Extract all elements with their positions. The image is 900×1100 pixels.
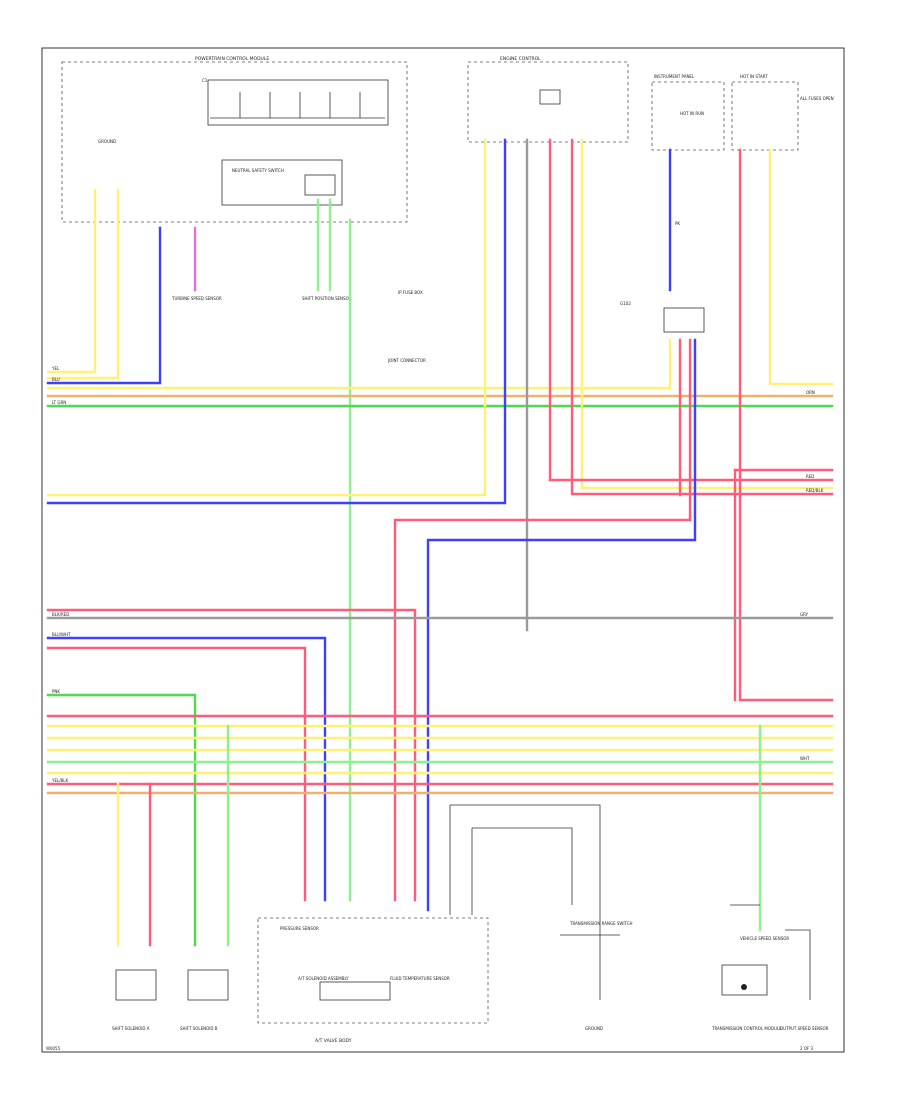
bottom-center-box [319,981,391,1001]
top-left-label: GROUND [98,139,116,144]
wire-red-center-2 [570,138,834,496]
wire-yellow-center [46,138,487,497]
module-boundary-top-center [467,61,629,143]
top-left-module-label: POWERTRAIN CONTROL MODULE [195,56,269,62]
page-number: 2 OF 3 [800,1046,814,1051]
control-unit-label: TRANSMISSION CONTROL MODULE [711,1026,782,1031]
wire-label-blk-red: BLK/RED [52,612,69,617]
pressure-sensor-label: PRESSURE SENSOR [280,926,319,931]
ip-fuse-label: IP FUSE BOX [398,290,423,295]
bottom-center-box-label: A/T SOLENOID ASSEMBLY [298,976,349,981]
bus-yellow-388 [46,338,672,390]
output-sensor-label: OUTPUT SPEED SENSOR [780,1026,829,1031]
wire-red-right [738,148,834,702]
control-unit-terminal-icon [741,984,747,990]
module-boundary-top-far-right [731,81,799,151]
bus-red-610 [46,608,417,902]
wire-label-yel-blk: YEL/BLK [51,778,69,783]
top-left-internal-block [207,79,389,126]
wire-blue-center [46,138,507,505]
valve-body-boundary [257,917,489,1024]
wire-red-long [393,338,692,902]
wire-blue-1 [46,226,162,385]
right-note: ALL FUSES OPEN [800,96,834,101]
neutral-switch-connector [304,174,336,196]
bottom-center-label: FLUID TEMPERATURE SENSOR [390,976,450,981]
wire-label-grn: LT GRN [52,400,66,405]
top-far-right-label: HOT IN START [740,74,768,79]
turbine-sensor-label: TURBINE SPEED SENSOR [171,296,222,301]
bus-green-695 [46,693,197,947]
wire-yellow-1 [46,188,97,374]
wire-label-red: RED [806,474,814,479]
ground-label: GROUND [585,1026,603,1031]
joint-connector-label: JOINT CONNECTOR [387,358,426,363]
wire-black-right [785,929,811,1000]
wire-black-bottom-3 [472,827,573,905]
wire-label-wht: WHT [800,756,810,761]
g102-connector [663,307,705,333]
valve-body-label: A/T VALVE BODY [315,1038,352,1044]
wire-blue-long [426,338,697,912]
top-center-relay [539,89,561,105]
wire-label-blu-wht: BLU/WHT [52,632,71,637]
solenoid-b-body [187,969,229,1001]
neutral-switch-box [221,159,343,206]
pk-label: PK [675,221,680,226]
g102-label: G102 [620,301,631,306]
range-switch-label: TRANSMISSION RANGE SWITCH [569,921,633,926]
top-left-connector-label: C1 [202,78,208,83]
wire-label-blu: BLU [52,377,60,382]
wire-label-yel: YEL [51,366,60,371]
wire-yellow-right [768,148,834,386]
wire-label-gry: GRY [800,612,809,617]
top-right-b-label: HOT IN RUN [680,111,704,116]
wire-label-pnk: PNK [52,689,60,694]
bus-red-648 [46,646,307,902]
wire-yellow-2 [46,188,120,380]
vehicle-speed-label: VEHICLE SPEED SENSOR [740,936,789,941]
wire-yellow-center-2 [580,138,834,490]
solenoid-a-body [115,969,157,1001]
control-unit-body [721,964,768,996]
module-boundary-top-right [651,81,725,151]
wire-label-orn: ORN [806,390,815,395]
module-boundary-top-left [61,61,408,223]
solenoid-a-label: SHIFT SOLENOID A [112,1026,150,1031]
top-right-module-label: INSTRUMENT PANEL [654,74,695,79]
wire-label-red-blk: RED/BLK [806,488,824,493]
shift-sensor-label: SHIFT POSITION SENSOR [302,296,352,301]
top-left-terminals [210,92,385,119]
bus-blue-638 [46,636,327,902]
diagram-frame [41,47,845,1053]
neutral-switch-label: NEUTRAL SAFETY SWITCH [232,168,284,173]
solenoid-b-label: SHIFT SOLENOID B [180,1026,218,1031]
top-center-module-label: ENGINE CONTROL [500,56,541,62]
corner-code: W0055 [46,1046,61,1051]
wire-black-bottom-1 [450,804,601,1000]
